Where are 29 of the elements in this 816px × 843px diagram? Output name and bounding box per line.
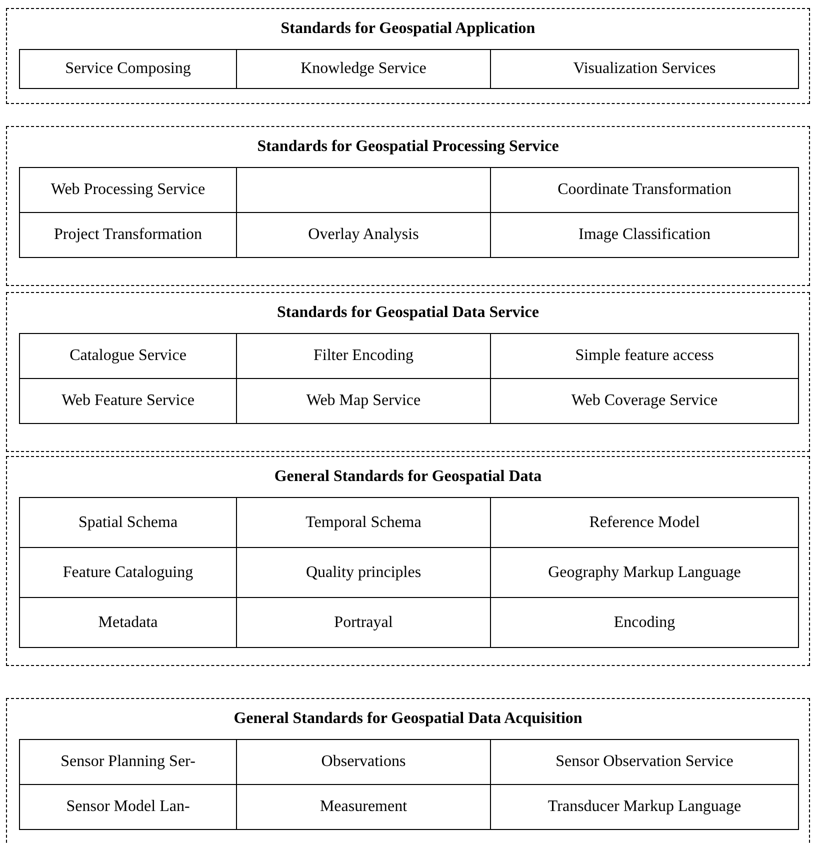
standard-box: Coordinate Transformation bbox=[490, 167, 799, 213]
layer-panel bbox=[6, 292, 810, 452]
layer-panel bbox=[6, 8, 810, 104]
panel-heading: Standards for Geospatial Data Service bbox=[276, 304, 540, 322]
standard-box: Project Transformation bbox=[19, 212, 237, 258]
standard-box: Sensor Model Lan- bbox=[19, 784, 237, 830]
standard-box: Web Coverage Service bbox=[490, 378, 799, 424]
standard-box: Knowledge Service bbox=[236, 49, 491, 89]
standard-box: Image Classification bbox=[490, 212, 799, 258]
standard-box: Reference Model bbox=[490, 497, 799, 548]
panel-heading: General Standards for Geospatial Data Acquisition bbox=[232, 710, 584, 728]
panel-heading: Standards for Geospatial Processing Service bbox=[256, 138, 560, 156]
standard-box: Service Composing bbox=[19, 49, 237, 89]
standard-box: Encoding bbox=[490, 597, 799, 648]
layer-panel bbox=[6, 456, 810, 666]
standard-box: Sensor Planning Ser- bbox=[19, 739, 237, 785]
standard-box: Visualization Services bbox=[490, 49, 799, 89]
standard-box: Simple feature access bbox=[490, 333, 799, 379]
standard-box: Catalogue Service bbox=[19, 333, 237, 379]
standard-box: Transducer Markup Language bbox=[490, 784, 799, 830]
layer-panel bbox=[6, 698, 810, 843]
standard-box: Web Processing Service bbox=[19, 167, 237, 213]
layer-panel bbox=[6, 126, 810, 286]
standard-box: Sensor Observation Service bbox=[490, 739, 799, 785]
panel-heading: General Standards for Geospatial Data bbox=[273, 468, 543, 486]
standard-box: Metadata bbox=[19, 597, 237, 648]
standard-box: Web Feature Service bbox=[19, 378, 237, 424]
panel-heading: Standards for Geospatial Application bbox=[280, 20, 536, 38]
standard-box: Spatial Schema bbox=[19, 497, 237, 548]
